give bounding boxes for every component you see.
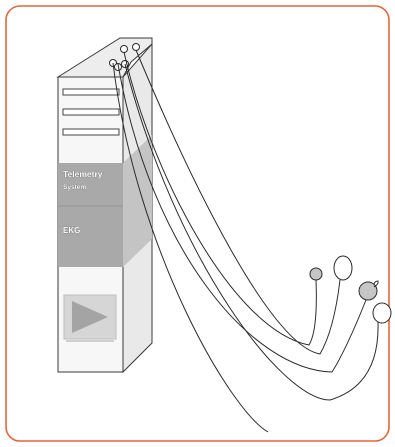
drive-slot-1 — [62, 88, 120, 96]
electrode-3-tab — [373, 280, 379, 288]
frame-border — [5, 5, 390, 442]
connector-ring — [132, 43, 140, 51]
electrode-3 — [358, 281, 378, 301]
lead-cable-2 — [135, 49, 341, 355]
device-label-system: System — [63, 184, 86, 191]
drive-slots — [62, 88, 120, 136]
electrode-4 — [372, 302, 392, 324]
play-triangle-icon — [72, 301, 108, 333]
connector-ring — [120, 45, 128, 53]
lead-cable-4 — [124, 63, 379, 401]
electrode-1 — [309, 267, 323, 281]
lead-cable-5 — [112, 62, 269, 433]
electrodes — [309, 255, 392, 324]
device-label-ekg: EKG — [63, 226, 80, 235]
lead-cable-3 — [117, 63, 367, 373]
drive-slot-3 — [62, 128, 120, 136]
connector-ring — [114, 63, 122, 71]
electrode-2 — [333, 255, 353, 281]
lead-cables — [112, 49, 379, 433]
label-panel — [58, 163, 123, 267]
lead-cable-1 — [123, 51, 317, 346]
drive-slot-2 — [62, 108, 120, 116]
device-label-telemetry: Telemetry — [63, 169, 103, 179]
play-button-icon — [63, 294, 117, 342]
